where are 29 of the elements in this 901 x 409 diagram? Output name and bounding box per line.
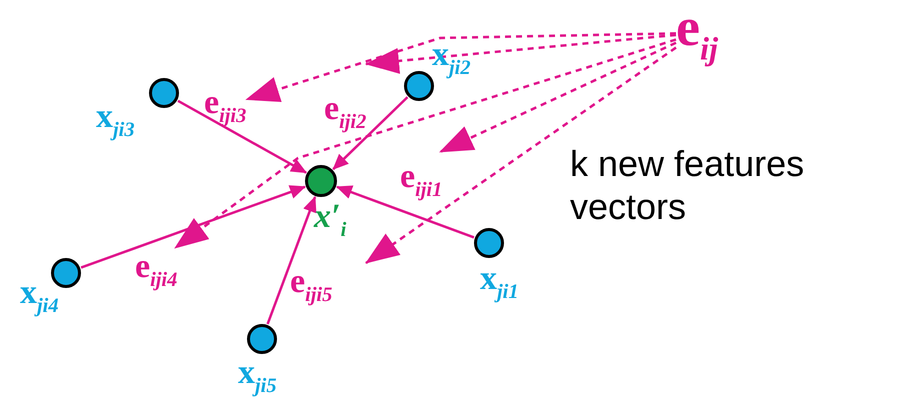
node-circle <box>474 228 504 258</box>
node-label: x′$_{i}$ <box>314 200 346 241</box>
math-label: e$_{iji5}$ <box>290 265 332 306</box>
caption-text: k new features vectors <box>570 142 806 228</box>
math-label: e$_{iji2}$ <box>324 92 366 133</box>
math-label: e$_{iji3}$ <box>204 86 246 127</box>
node-circle <box>247 324 277 354</box>
node-label: x$_{ji4}$ <box>20 276 59 317</box>
node-circle <box>51 258 81 288</box>
dashed-arrow <box>245 32 676 102</box>
math-label: e$_{iji1}$ <box>400 160 442 201</box>
node-circle <box>404 71 434 101</box>
dashed-arrow <box>439 42 677 154</box>
node-label: x$_{ji5}$ <box>238 356 277 397</box>
dashed-arrow <box>174 38 676 249</box>
math-label: e$_{ij}$ <box>676 0 718 66</box>
math-label: e$_{iji4}$ <box>135 250 178 291</box>
dashed-arrow <box>365 34 676 74</box>
arrow <box>336 186 474 239</box>
node-label: x$_{ji3}$ <box>96 100 135 141</box>
node-circle <box>305 165 337 197</box>
arrow <box>332 96 408 170</box>
node-label: x$_{ji1}$ <box>480 262 519 303</box>
node-circle <box>149 78 179 108</box>
arrow <box>177 100 308 174</box>
arrow <box>266 196 316 324</box>
dashed-arrow <box>365 46 677 264</box>
arrow <box>80 185 306 269</box>
node-label: x$_{ji2}$ <box>432 38 471 79</box>
